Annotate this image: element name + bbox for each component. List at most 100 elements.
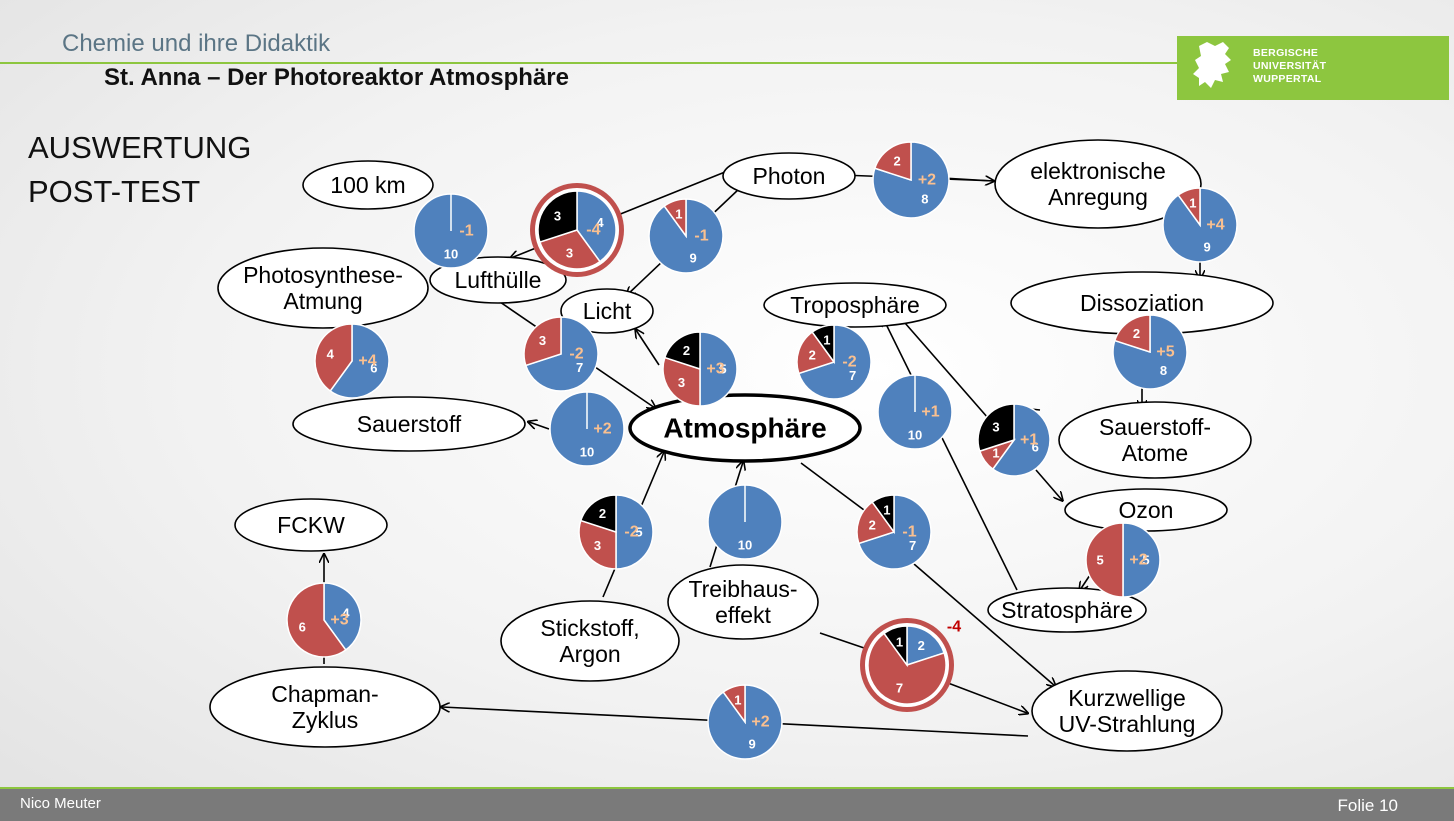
pie-count-black: 1 [823,333,830,348]
pie-slice-red [867,632,947,705]
node-label: Chapman- [271,681,378,707]
logo-line-3: WUPPERTAL [1253,73,1322,85]
pie-p14: 532-2 [578,494,654,570]
concept-node-stratosphaere: Stratosphäre [987,587,1147,633]
pie-count-red: 1 [992,446,999,461]
concept-node-photon: Photon [722,152,856,200]
pie-slice-red [538,229,601,270]
connector-arrow [913,563,1055,686]
pie-p9: 721-2 [796,324,872,400]
pie-count-blue: 7 [909,538,916,553]
pie-count-blue: 8 [921,192,928,207]
pie-p13: 613+1 [977,403,1051,477]
pie-slice-red [286,582,347,658]
pie-p7: 73-2 [523,316,599,392]
pie-count-red: 1 [1189,196,1196,211]
node-label: Atmosphäre [663,413,826,444]
course-label: Chemie und ihre Didaktik [62,30,331,57]
connector-arrow [947,682,1027,713]
connector-arrow [942,178,993,181]
pie-delta-label: -2 [569,346,583,363]
connector-arrow [529,422,550,430]
pie-count-red: 2 [869,517,876,532]
logo-line-1: BERGISCHE [1253,47,1319,59]
pie-delta-label: +2 [593,421,611,438]
pie-slice-black [883,625,908,668]
pie-slice-black [811,324,835,365]
pie-count-blue: 10 [580,444,594,459]
heading-line-1: AUSWERTUNG [28,130,252,165]
node-label: Sauerstoff [357,411,462,437]
pie-count-blue: 10 [738,537,752,552]
pie-delta-label: +3 [706,361,724,378]
node-label: UV-Strahlung [1059,711,1196,737]
pie-slice-red [578,519,617,570]
pie-count-red: 2 [809,347,816,362]
pie-count-blue: 2 [918,638,925,653]
node-label: Photon [753,163,826,189]
pie-count-red: 3 [678,375,685,390]
connector-arrow [904,322,996,427]
pie-slice-red [314,323,353,392]
pie-p18: 46+3 [286,582,362,658]
concept-node-sauerstoff: Sauerstoff [292,396,526,452]
concept-node-photosynthese: Photosynthese-Atmung [217,247,429,329]
pie-slice-red [722,684,746,725]
pie-slice-red [662,356,701,407]
pie-slice-red [1177,187,1201,228]
node-label: Treibhaus- [688,576,797,602]
node-label: Troposphäre [790,292,920,318]
pie-p19: 271-4 [860,618,961,712]
slide-title: St. Anna – Der Photoreaktor Atmosphäre [104,64,569,91]
author-label: Nico Meuter [20,795,101,812]
pie-p1: 10-1 [413,193,489,269]
logo-text: BERGISCHE UNIVERSITÄT WUPPERTAL [1253,47,1326,86]
pie-count-red: 2 [894,153,901,168]
university-logo: BERGISCHE UNIVERSITÄT WUPPERTAL [1177,36,1449,100]
connector-arrow [636,330,660,366]
pie-p10: 82+5 [1112,314,1188,390]
node-label: Dissoziation [1080,290,1204,316]
header-rule [0,62,1180,64]
concept-node-ozon: Ozon [1064,488,1228,532]
concept-node-sauerstoffatome: Sauerstoff-Atome [1058,401,1252,479]
pie-p12: 10+1 [877,374,953,450]
pie-slice-blue [1122,522,1161,598]
pie-count-blue: 6 [370,361,377,376]
node-label: Ozon [1119,497,1174,523]
node-label: Argon [559,641,620,667]
pie-slice-red [873,141,912,182]
pie-count-black: 3 [992,419,999,434]
pie-slice-red [523,316,562,367]
pie-count-red: 4 [327,346,335,361]
pie-delta-label: +2 [1129,552,1147,569]
pie-count-blue: 10 [444,246,458,261]
concept-node-chapman: Chapman-Zyklus [209,666,441,748]
pie-delta-label: +4 [358,353,376,370]
pie-delta-label: -1 [694,228,708,245]
pie-p8: 532+3 [662,331,738,407]
pie-count-blue: 4 [596,215,604,230]
pie-slice-black [977,403,1015,453]
node-label: Anregung [1048,184,1148,210]
heading-line-2: POST-TEST [28,174,201,209]
footer-rule [0,787,1454,790]
node-label: 100 km [330,172,405,198]
pie-count-black: 1 [896,635,903,650]
pie-p6: 6 4 +4 [314,323,390,399]
logo-line-2: UNIVERSITÄT [1253,60,1327,72]
pie-slice-blue [991,403,1051,477]
pie-count-blue: 8 [1160,363,1167,378]
pie-slice-red [663,198,687,239]
pie-delta-label: +5 [1156,344,1174,361]
node-label: effekt [715,602,771,628]
node-label: Kurzwellige [1068,685,1186,711]
concept-node-treibhaus: Treibhaus-effekt [667,564,819,640]
pie-slice-black [663,331,701,371]
lion-icon [1193,42,1231,88]
pie-p20: 91+2 [707,684,783,760]
